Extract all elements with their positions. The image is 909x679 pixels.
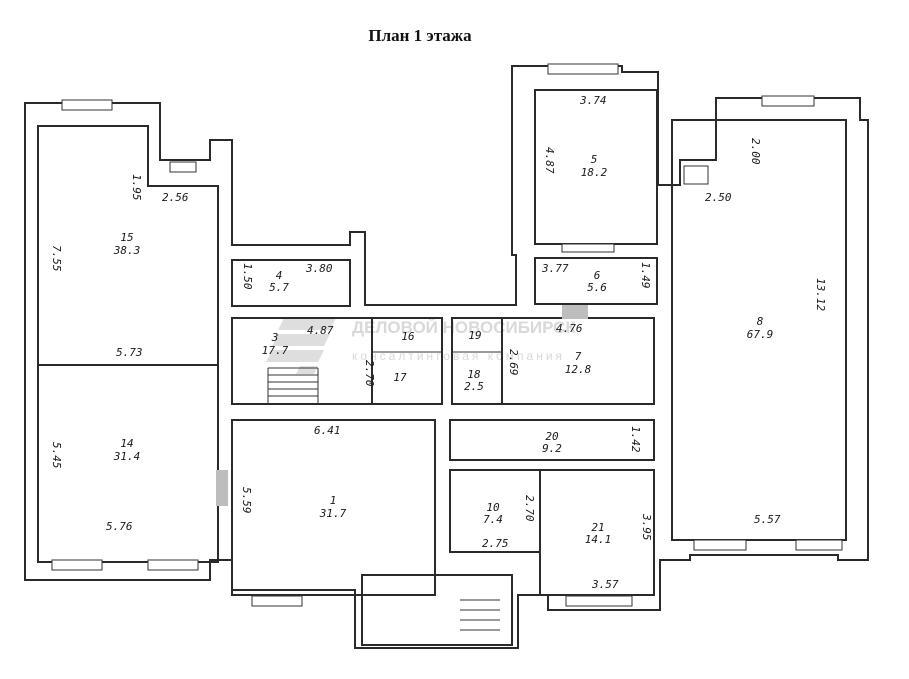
room-20-number: 20 [545, 430, 559, 443]
plan-title: План 1 этажа [368, 26, 472, 45]
dim-1-42: 1.42 [629, 426, 642, 453]
room-1-number: 1 [330, 494, 337, 507]
dim-3-95: 3.95 [640, 513, 653, 541]
room-7-number: 7 [575, 350, 582, 363]
room-3-area: 17.7 [262, 344, 289, 357]
watermark: ДЕЛОВОЙ НОВОСИБИРСК консалтинговая компа… [266, 318, 576, 374]
dim-5-76: 5.76 [106, 520, 133, 533]
room-8-number: 8 [757, 315, 764, 328]
dim-5-57: 5.57 [754, 513, 781, 526]
watermark-logo-icon [266, 318, 336, 374]
room-14-area: 31.4 [113, 450, 141, 463]
room-4-number: 4 [276, 269, 283, 282]
room-21-number: 21 [591, 521, 604, 534]
dim-2-70-a: 2.70 [363, 360, 376, 387]
dimensions: 1.95 2.56 7.55 5.73 5.45 5.76 1.50 3.80 … [50, 94, 827, 591]
room-10-area: 7.4 [483, 513, 503, 526]
dim-1-95: 1.95 [130, 174, 143, 201]
dim-2-70-b: 2.70 [523, 495, 536, 522]
dim-3-80: 3.80 [305, 262, 333, 275]
dim-2-69: 2.69 [507, 349, 520, 376]
room-5-number: 5 [591, 153, 598, 166]
room-16-number: 16 [401, 330, 415, 343]
dim-6-41: 6.41 [314, 424, 341, 437]
dim-2-00: 2.00 [749, 138, 762, 165]
watermark-line2: консалтинговая компания [352, 349, 565, 363]
room-18-area: 2.5 [464, 380, 484, 393]
dim-5-45: 5.45 [50, 442, 63, 469]
dim-2-56: 2.56 [162, 191, 189, 204]
room-14-number: 14 [120, 437, 133, 450]
windows [51, 63, 843, 607]
dim-3-57: 3.57 [591, 578, 619, 591]
dim-13-12: 13.12 [814, 278, 827, 311]
room-18-number: 18 [467, 368, 481, 381]
dim-1-50: 1.50 [241, 263, 254, 290]
room-19-number: 19 [468, 329, 481, 342]
watermark-line1: ДЕЛОВОЙ НОВОСИБИРСК [352, 318, 576, 337]
room-7-area: 12.8 [565, 363, 592, 376]
dim-4-87-a: 4.87 [307, 324, 334, 337]
room-10-number: 10 [486, 501, 500, 514]
dim-3-74: 3.74 [579, 94, 607, 107]
room-21-area: 14.1 [585, 533, 612, 546]
dim-5-73: 5.73 [116, 346, 143, 359]
room-1-area: 31.7 [319, 507, 347, 520]
room-6-number: 6 [594, 269, 601, 282]
room-8-area: 67.9 [747, 328, 774, 341]
dim-2-50: 2.50 [705, 191, 732, 204]
dim-4-76: 4.76 [556, 322, 583, 335]
room-20-area: 9.2 [542, 442, 562, 455]
room-3-number: 3 [271, 331, 279, 344]
dim-3-77: 3.77 [541, 262, 569, 275]
dim-1-49: 1.49 [639, 262, 652, 289]
room-5-area: 18.2 [581, 166, 608, 179]
room-4-area: 5.7 [269, 281, 289, 294]
room-15-number: 15 [120, 231, 133, 244]
room-17-number: 17 [393, 371, 407, 384]
walls [24, 65, 869, 649]
dim-4-87-b: 4.87 [543, 147, 556, 174]
room-6-area: 5.6 [587, 281, 607, 294]
room-15-area: 38.3 [113, 244, 141, 257]
dim-2-75: 2.75 [482, 537, 509, 550]
dim-5-59: 5.59 [240, 487, 253, 514]
dim-7-55: 7.55 [50, 245, 63, 272]
room-labels: 15 38.3 14 31.4 4 5.7 3 17.7 16 17 19 18… [113, 153, 774, 546]
